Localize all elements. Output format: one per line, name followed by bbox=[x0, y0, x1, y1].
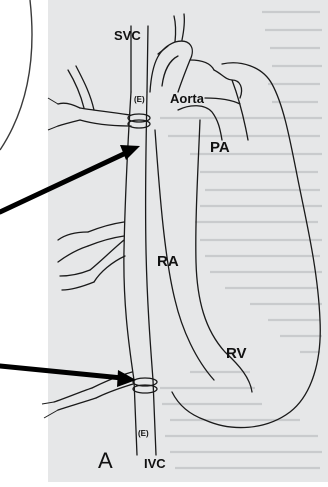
rv-label: RV bbox=[226, 345, 247, 362]
lower-vessel-tag: (E) bbox=[138, 429, 149, 438]
aorta-label: Aorta bbox=[170, 91, 205, 106]
pa-label: PA bbox=[210, 139, 230, 156]
ra-label: RA bbox=[157, 253, 179, 270]
upper-vessel-tag: (E) bbox=[134, 95, 145, 104]
ivc-label: IVC bbox=[144, 456, 166, 471]
panel-label: A bbox=[98, 448, 113, 473]
svc-label: SVC bbox=[114, 28, 141, 43]
